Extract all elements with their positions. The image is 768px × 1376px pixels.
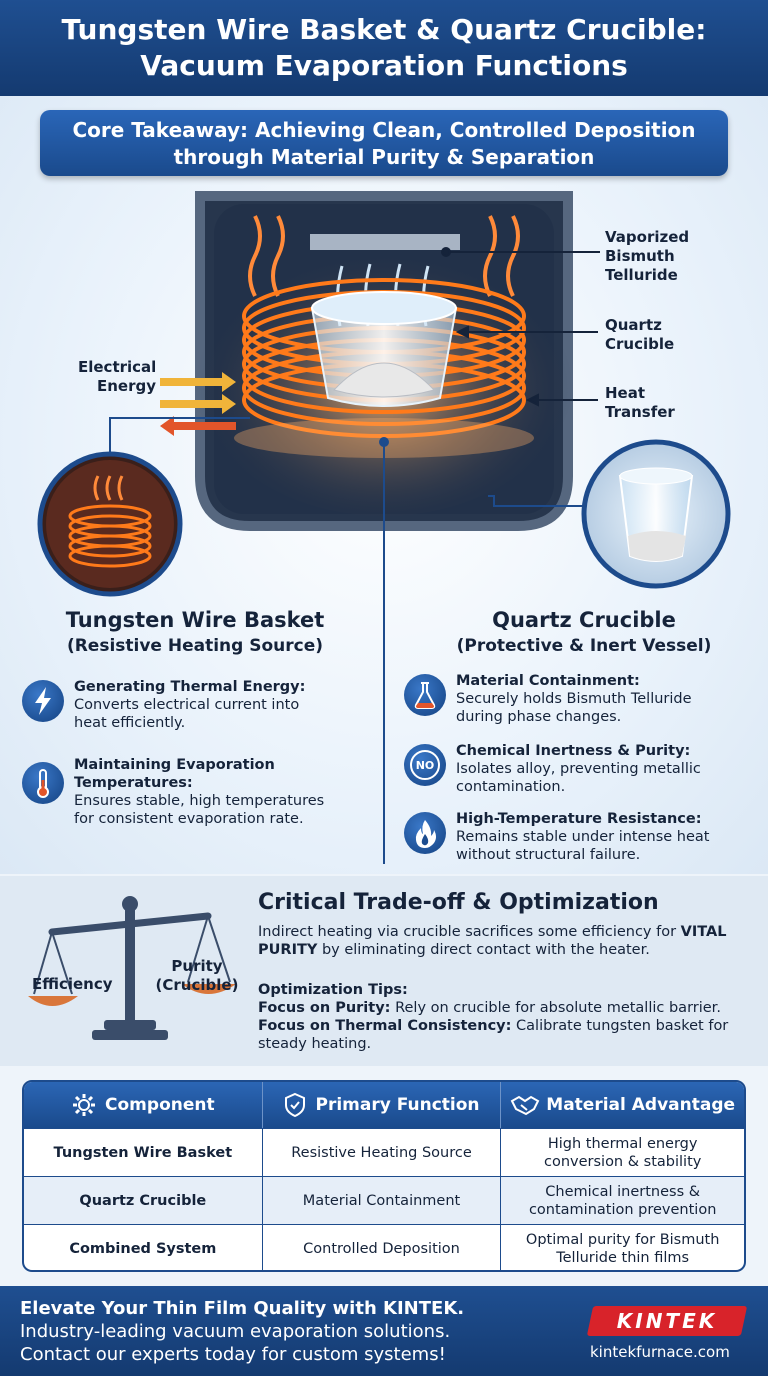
takeaway-line2: through Material Purity & Separation — [173, 145, 595, 169]
header-material-advantage: Material Advantage — [501, 1082, 744, 1128]
title-banner: Tungsten Wire Basket & Quartz Crucible: … — [0, 0, 768, 96]
substrate-holder — [310, 234, 460, 250]
footer-line1: Elevate Your Thin Film Quality with KINT… — [20, 1298, 465, 1319]
scale-left-label: Efficiency — [32, 975, 113, 993]
tungsten-section-header: Tungsten Wire Basket (Resistive Heating … — [30, 606, 360, 658]
table-row: Quartz Crucible Material Containment Che… — [24, 1176, 744, 1224]
comparison-table: Component Primary Function Material Adva… — [22, 1080, 746, 1272]
flame-icon — [404, 812, 446, 854]
website-link[interactable]: kintekfurnace.com — [590, 1343, 730, 1361]
feature-evaporation-temperatures: Maintaining Evaporation Temperatures: En… — [22, 756, 372, 832]
feature-thermal-energy: Generating Thermal Energy: Converts elec… — [22, 678, 372, 738]
footer-banner: Elevate Your Thin Film Quality with KINT… — [0, 1286, 768, 1376]
thermometer-icon — [22, 762, 64, 804]
header-primary-function: Primary Function — [263, 1082, 502, 1128]
table-row: Combined System Controlled Deposition Op… — [24, 1224, 744, 1270]
quartz-section-header: Quartz Crucible (Protective & Inert Vess… — [414, 606, 754, 658]
tradeoff-text: Indirect heating via crucible sacrifices… — [258, 924, 727, 958]
tungsten-subtitle: (Resistive Heating Source) — [66, 636, 324, 656]
tradeoff-title: Critical Trade-off & Optimization — [258, 890, 659, 915]
quartz-subtitle: (Protective & Inert Vessel) — [456, 636, 712, 656]
table-row: Tungsten Wire Basket Resistive Heating S… — [24, 1128, 744, 1176]
lightning-bolt-icon — [22, 680, 64, 722]
coil-closeup-icon — [37, 451, 183, 597]
handshake-icon — [510, 1095, 540, 1116]
heat-transfer-label: Heat Transfer — [605, 384, 675, 421]
quartz-crucible-icon — [310, 291, 458, 407]
tungsten-title: Tungsten Wire Basket — [65, 608, 325, 632]
kintek-logo[interactable]: KINTEK — [586, 1306, 748, 1336]
heat-waves-icon — [248, 215, 520, 297]
core-takeaway-banner: Core Takeaway: Achieving Clean, Controll… — [40, 110, 728, 176]
quartz-crucible-label: Quartz Crucible — [605, 316, 675, 353]
feature-chemical-inertness: NO Chemical Inertness & Purity: Isolates… — [404, 742, 754, 802]
header-component: Component — [24, 1082, 263, 1128]
takeaway-line1: Core Takeaway: Achieving Clean, Controll… — [72, 118, 696, 142]
electrical-energy-arrows-icon — [160, 372, 236, 436]
optimization-tips: Optimization Tips: Focus on Purity: Rely… — [258, 982, 729, 1052]
shield-check-icon — [285, 1092, 306, 1118]
page-title-line1: Tungsten Wire Basket & Quartz Crucible: — [61, 13, 707, 46]
page-title-line2: Vacuum Evaporation Functions — [140, 49, 628, 82]
footer-line2: Industry-leading vacuum evaporation solu… — [20, 1321, 451, 1342]
vaporized-label: Vaporized Bismuth Telluride — [605, 228, 690, 284]
crucible-closeup-icon — [581, 439, 731, 589]
flask-icon — [404, 674, 446, 716]
scale-right-label: Purity (Crucible) — [155, 957, 239, 994]
gear-icon — [73, 1094, 96, 1116]
feature-material-containment: Material Containment: Securely holds Bis… — [404, 672, 754, 732]
balance-scale-icon — [28, 896, 236, 1040]
evaporation-chamber-illustration — [37, 191, 731, 864]
quartz-title: Quartz Crucible — [492, 608, 676, 632]
no-reaction-icon: NO — [404, 744, 446, 786]
footer-line3: Contact our experts today for custom sys… — [20, 1344, 446, 1365]
table-header: Component Primary Function Material Adva… — [24, 1082, 744, 1128]
electrical-energy-label: Electrical Energy — [78, 358, 157, 395]
svg-text:NO: NO — [416, 759, 435, 772]
feature-temperature-resistance: High-Temperature Resistance: Remains sta… — [404, 810, 754, 870]
